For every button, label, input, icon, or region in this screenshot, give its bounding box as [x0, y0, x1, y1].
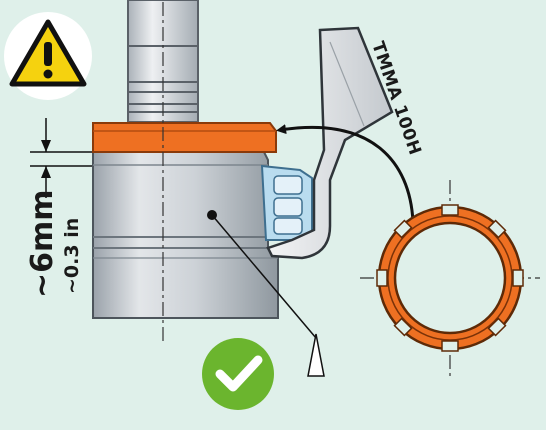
bearing — [260, 164, 313, 241]
warning-icon — [4, 12, 92, 100]
hook-spanner-wrench — [266, 26, 394, 260]
dimension-metric-label: ~6mm — [25, 189, 60, 298]
detail-arrow — [276, 124, 415, 223]
lock-nut-side-view — [92, 122, 277, 153]
adapter-sleeve-body — [92, 151, 279, 319]
dimension-marker — [30, 118, 92, 198]
dimension-imperial-label: ~0.3 in — [61, 218, 83, 294]
check-icon — [202, 338, 274, 410]
lock-nut-front-view — [376, 204, 524, 352]
leader-line — [207, 210, 325, 377]
